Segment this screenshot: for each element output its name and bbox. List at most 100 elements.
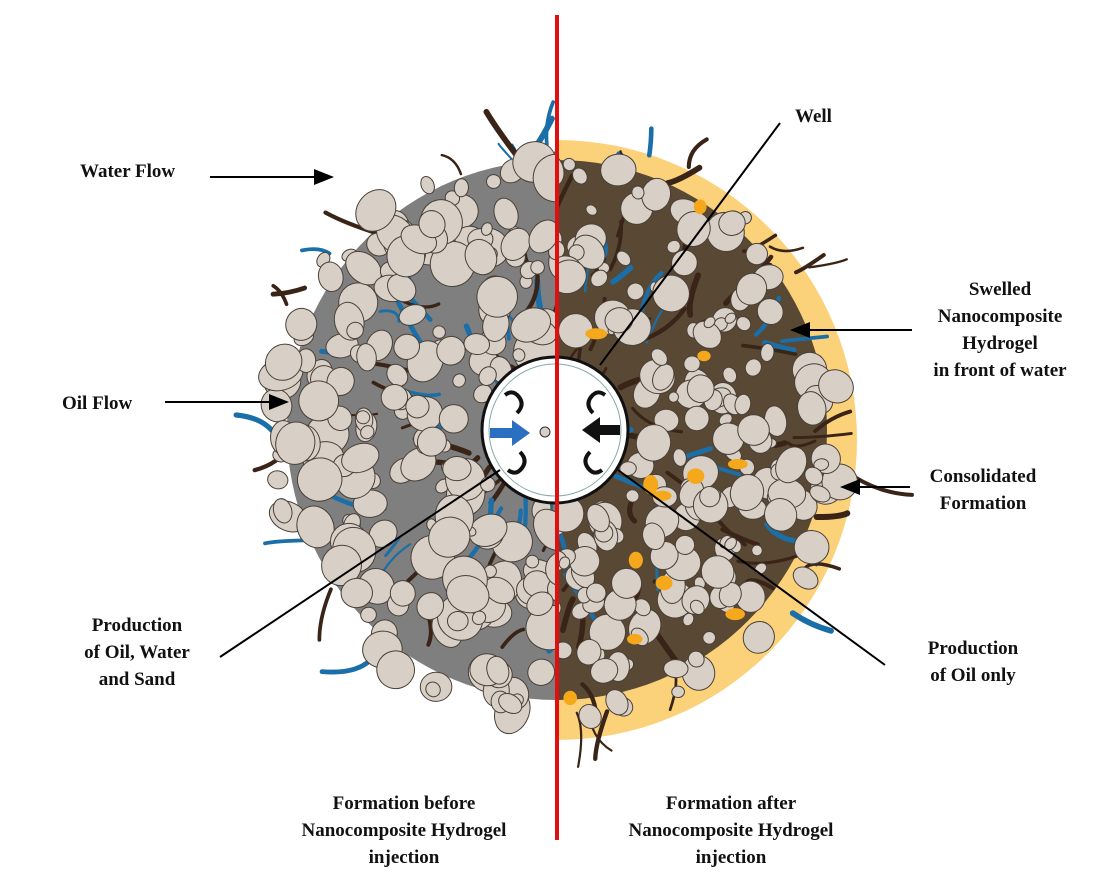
sand-grain xyxy=(341,442,380,474)
sand-grain xyxy=(586,582,607,603)
fluid-channel xyxy=(300,247,332,256)
fluid-channel xyxy=(497,142,514,162)
oil-channel xyxy=(686,137,709,170)
oil-channel xyxy=(813,409,853,433)
fluid-channel xyxy=(270,285,308,297)
sand-grain xyxy=(760,343,775,362)
sand-grain xyxy=(611,567,643,599)
sand-grain xyxy=(744,358,762,377)
sand-grain xyxy=(751,544,763,557)
label-consolidated-formation: Consolidated Formation xyxy=(893,463,1073,517)
sand-grain xyxy=(671,249,698,277)
sand-grain xyxy=(480,141,495,157)
caption-line: Formation after xyxy=(665,793,797,814)
sand-grain xyxy=(734,393,752,416)
hydrogel-blob xyxy=(627,633,643,645)
sand-grain xyxy=(668,391,680,403)
fluid-channel xyxy=(319,657,373,675)
sand-grain xyxy=(703,316,716,329)
oil-channel xyxy=(786,439,817,448)
sand-grain xyxy=(510,307,552,343)
sand-grain xyxy=(686,374,715,403)
sand-grain xyxy=(545,551,557,587)
sand-grain xyxy=(464,238,498,276)
sand-grain xyxy=(718,582,742,608)
sand-grain xyxy=(626,282,645,301)
sand-grain xyxy=(267,470,289,490)
fluid-channel xyxy=(263,538,305,546)
hydrogel-blob xyxy=(693,199,707,215)
sand-grain xyxy=(793,530,830,565)
hydrogel-blob xyxy=(628,551,643,569)
sand-grain xyxy=(432,325,446,339)
inflow-arrow-blue-icon xyxy=(490,420,530,446)
caption-line: Formation before xyxy=(332,793,476,814)
sand-grain xyxy=(405,394,430,419)
oil-channel xyxy=(813,510,851,521)
sand-grain xyxy=(722,366,738,384)
label-line: Formation xyxy=(939,493,1027,514)
sand-grain xyxy=(619,461,637,477)
sand-grain xyxy=(298,380,340,422)
oil-channel xyxy=(789,610,834,634)
sand-grain xyxy=(436,335,466,366)
sand-grain xyxy=(633,598,652,617)
caption-after: Formation after Nanocomposite Hydrogel i… xyxy=(611,790,851,871)
fluid-channel xyxy=(317,587,333,642)
label-line: Swelled xyxy=(968,279,1032,300)
sand-grain xyxy=(446,575,490,614)
sand-grain xyxy=(498,692,523,715)
sand-grain xyxy=(604,307,634,334)
fluid-channel xyxy=(271,283,289,307)
sand-grain xyxy=(386,363,409,387)
sand-grain xyxy=(389,580,416,607)
sand-grain xyxy=(576,638,602,666)
sand-grain xyxy=(818,369,854,404)
oil-channel xyxy=(808,258,848,269)
oil-channel xyxy=(560,596,576,633)
fluid-channel xyxy=(544,100,555,147)
pointer-lines xyxy=(165,122,912,666)
hydrogel-blob xyxy=(643,474,659,495)
sand-grain xyxy=(530,260,545,275)
fluid-channel xyxy=(664,110,685,149)
sand-grain xyxy=(264,343,303,381)
fluid-channel xyxy=(662,138,684,152)
hydrogel-blob xyxy=(563,690,578,706)
sand-grain xyxy=(438,404,469,434)
sand-grain xyxy=(797,391,827,426)
sand-grain xyxy=(687,650,705,668)
sand-grain xyxy=(674,534,696,556)
sand-grain xyxy=(356,343,377,372)
sand-grain xyxy=(742,621,775,654)
sand-grain xyxy=(478,366,497,386)
label-line: and Sand xyxy=(98,669,176,690)
sand-grain xyxy=(729,474,765,512)
hydrogel-blob xyxy=(725,608,745,621)
sand-grain xyxy=(460,151,477,167)
label-well: Well xyxy=(795,106,832,127)
sand-grain xyxy=(486,655,510,685)
sand-grain xyxy=(572,167,588,185)
sand-grain xyxy=(525,554,540,569)
sand-grain xyxy=(652,274,690,313)
sand-grain xyxy=(453,178,469,198)
sand-grain xyxy=(528,219,557,254)
hydrogel-blob xyxy=(697,350,711,362)
oil-channel xyxy=(575,711,583,768)
fluid-channel xyxy=(440,153,463,176)
sand-grain xyxy=(457,687,478,708)
sand-grain xyxy=(476,275,518,318)
sand-grain xyxy=(700,555,735,589)
sand-grain xyxy=(635,424,672,462)
sand-grain xyxy=(296,457,343,502)
sand-grain xyxy=(718,210,746,236)
fluid-channel xyxy=(323,210,381,236)
label-line: Nanocomposite xyxy=(937,306,1063,327)
sand-grain xyxy=(512,348,526,362)
label-production-left: Production of Oil, Water and Sand xyxy=(47,612,227,693)
sand-grain xyxy=(493,197,519,230)
hydrogel-blob xyxy=(655,575,673,591)
sand-grain xyxy=(764,498,798,532)
